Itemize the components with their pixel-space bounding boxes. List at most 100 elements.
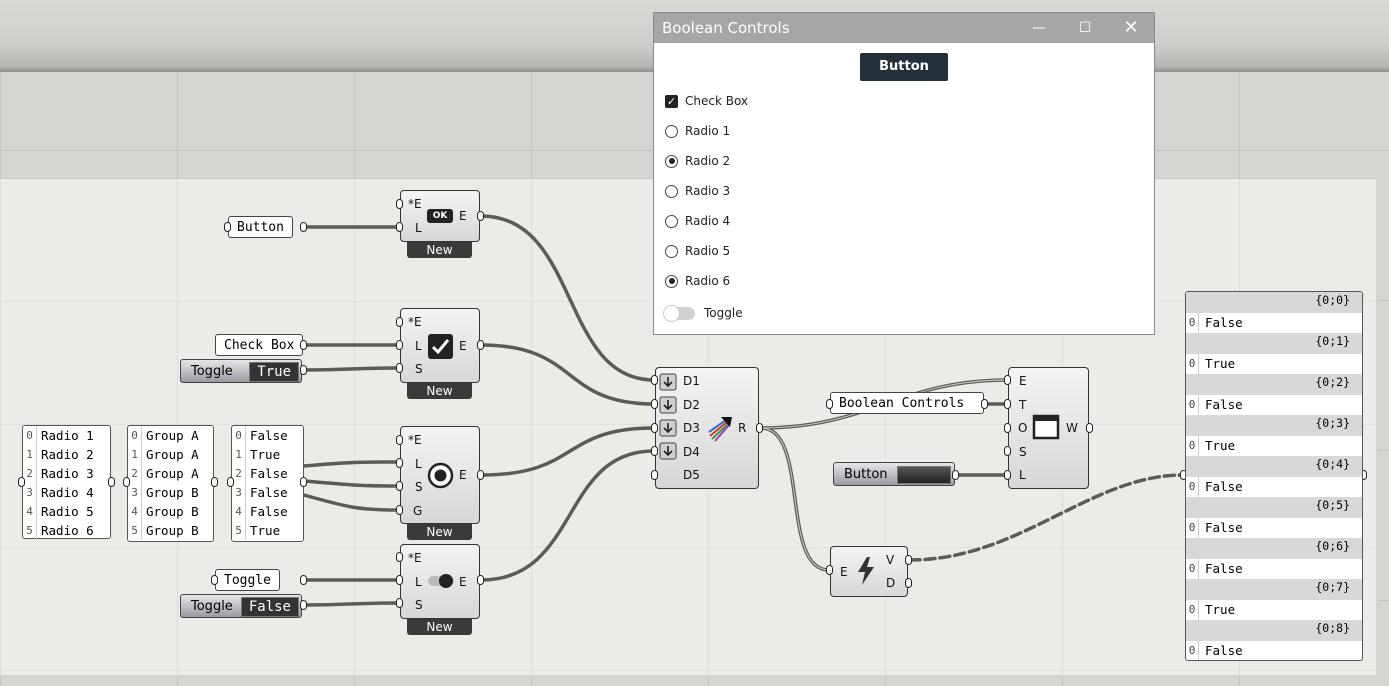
input-grip[interactable]	[396, 458, 403, 468]
input-grip[interactable]	[396, 575, 403, 585]
input-grip[interactable]	[1004, 423, 1011, 433]
output-grip[interactable]	[300, 222, 307, 232]
input-grip[interactable]	[396, 552, 403, 562]
maximize-icon[interactable]: ☐	[1078, 20, 1092, 36]
radio-option-3[interactable]: Radio 3	[665, 181, 730, 201]
input-grip[interactable]	[396, 505, 403, 515]
port-label: G	[413, 504, 423, 518]
window-titlebar[interactable]: Boolean Controls — ☐ ✕	[654, 13, 1154, 43]
output-grip[interactable]	[300, 340, 307, 350]
toggle-false[interactable]: Toggle False	[180, 594, 302, 618]
toggle-value[interactable]: False	[240, 597, 299, 617]
radio-component[interactable]: *E L S G E	[400, 426, 480, 524]
input-grip[interactable]	[396, 317, 403, 327]
ui-builder-component[interactable]: D1 D2 D3 D4 D5 R	[655, 367, 759, 489]
boolean-controls-window[interactable]: Boolean Controls — ☐ ✕ Button ✓Check Box…	[653, 12, 1155, 335]
output-grip[interactable]	[905, 555, 912, 565]
radio-option-6[interactable]: Radio 6	[665, 271, 730, 291]
output-grip[interactable]	[300, 575, 307, 585]
wire-evtV-to-out	[908, 473, 1185, 562]
output-grip[interactable]	[477, 470, 484, 480]
output-grip[interactable]	[211, 575, 218, 585]
output-grip[interactable]	[981, 399, 988, 409]
window-checkbox[interactable]: ✓Check Box	[665, 91, 748, 111]
toggle-value[interactable]: True	[249, 362, 299, 382]
input-grip[interactable]	[396, 222, 403, 232]
button-toggle[interactable]: Button	[833, 462, 955, 486]
wire-E2-to-D2	[479, 343, 656, 406]
input-grip[interactable]	[227, 477, 234, 487]
event-component[interactable]: E V D	[830, 546, 908, 597]
output-grip[interactable]	[477, 575, 484, 585]
button-input-panel[interactable]: Button	[228, 216, 293, 238]
button-toggle-swatch[interactable]	[897, 466, 951, 484]
port-label: D4	[683, 445, 700, 459]
input-grip[interactable]	[396, 481, 403, 491]
output-grip[interactable]	[1086, 423, 1093, 433]
output-grip[interactable]	[477, 211, 484, 221]
output-grip[interactable]	[477, 340, 484, 350]
toggle-true[interactable]: Toggle True	[180, 359, 302, 383]
radio-option-1[interactable]: Radio 1	[665, 121, 730, 141]
new-label: New	[407, 619, 472, 635]
output-grip[interactable]	[905, 578, 912, 588]
output-grip[interactable]	[224, 222, 231, 232]
input-grip[interactable]	[826, 565, 833, 575]
launch-window-component[interactable]: E T O S L W	[1008, 367, 1089, 489]
input-grip[interactable]	[651, 470, 658, 480]
output-grip[interactable]	[952, 470, 959, 480]
wire-radios-to-L	[302, 460, 401, 468]
port-label: D2	[683, 398, 700, 412]
input-grip[interactable]	[1004, 399, 1011, 409]
window-button[interactable]: Button	[860, 53, 948, 81]
output-grip[interactable]	[108, 477, 115, 487]
input-grip[interactable]	[651, 375, 658, 385]
toggle-label: Toggle	[191, 599, 233, 614]
port-label: E	[459, 209, 467, 223]
checkbox-component[interactable]: *E L S E	[400, 308, 480, 383]
port-label: S	[415, 362, 423, 376]
close-icon[interactable]: ✕	[1123, 17, 1139, 38]
input-grip[interactable]	[396, 435, 403, 445]
input-grip[interactable]	[826, 399, 833, 409]
radio-option-4[interactable]: Radio 4	[665, 211, 730, 231]
toggle-input-panel[interactable]: Toggle	[215, 569, 280, 591]
button-component[interactable]: *E L E OK	[400, 190, 480, 242]
radio-icon	[665, 214, 678, 228]
window-toggle-switch[interactable]: Toggle	[663, 303, 743, 323]
checkbox-input-panel[interactable]: Check Box	[215, 334, 304, 356]
radio-option-2[interactable]: Radio 2	[665, 151, 730, 171]
input-grip[interactable]	[1004, 470, 1011, 480]
input-grip[interactable]	[396, 598, 403, 608]
checkbox-icon	[428, 334, 453, 359]
input-grip[interactable]	[1004, 375, 1011, 385]
input-grip[interactable]	[396, 340, 403, 350]
radio-option-5[interactable]: Radio 5	[665, 241, 730, 261]
input-grip[interactable]	[651, 399, 658, 409]
input-grip[interactable]	[396, 199, 403, 209]
output-grip[interactable]	[300, 365, 307, 375]
window-title-panel[interactable]: Boolean Controls	[830, 392, 984, 414]
input-grip[interactable]	[1004, 446, 1011, 456]
output-grip[interactable]	[300, 477, 307, 487]
port-label: E	[459, 468, 467, 482]
input-grip[interactable]	[651, 423, 658, 433]
input-grip[interactable]	[18, 477, 25, 487]
output-grip[interactable]	[756, 423, 763, 433]
input-grip[interactable]	[651, 446, 658, 456]
input-grip[interactable]	[396, 363, 403, 373]
output-grip[interactable]	[211, 477, 218, 487]
output-grip[interactable]	[300, 600, 307, 610]
minimize-icon[interactable]: —	[1032, 20, 1046, 36]
toggle-component[interactable]: *E L S E	[400, 544, 480, 619]
input-grip[interactable]	[123, 477, 130, 487]
port-label: S	[415, 598, 423, 612]
